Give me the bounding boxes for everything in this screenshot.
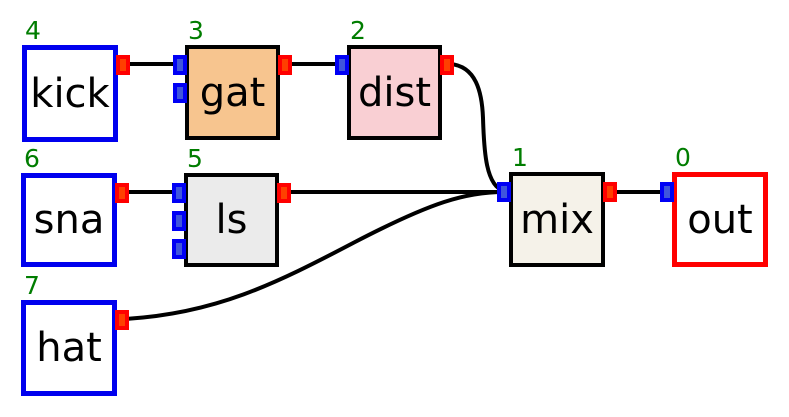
port-gat-out[interactable] [278,55,292,75]
node-sna[interactable]: sna [21,173,117,267]
node-label: hat [36,325,102,371]
node-out[interactable]: out [672,172,768,267]
node-label: sna [33,197,105,243]
node-label: kick [30,70,110,117]
port-kick-out[interactable] [116,55,130,75]
node-label: out [687,196,753,243]
node-kick[interactable]: kick [22,45,118,142]
node-dist[interactable]: dist [347,45,442,140]
port-mix-out[interactable] [603,182,617,202]
node-index-gat: 3 [188,16,204,45]
node-index-out: 0 [675,143,691,172]
node-index-mix: 1 [512,143,528,172]
port-mix-in-0[interactable] [497,182,511,202]
node-index-dist: 2 [350,16,366,45]
node-label: mix [520,196,594,243]
node-index-sna: 6 [24,144,40,173]
node-mix[interactable]: mix [509,172,605,267]
port-out-in-0[interactable] [660,182,674,202]
wire-dist-mix[interactable] [449,62,505,193]
node-label: dist [357,69,432,116]
port-sna-out[interactable] [115,183,129,203]
node-index-ls: 5 [187,144,203,173]
node-label: ls [215,197,248,243]
node-gat[interactable]: gat [185,45,280,140]
node-index-hat: 7 [24,271,40,300]
wire-hat-mix[interactable] [123,190,505,321]
port-ls-in-0[interactable] [172,183,186,203]
port-ls-in-2[interactable] [172,239,186,259]
port-ls-out[interactable] [277,183,291,203]
node-label: gat [199,69,266,116]
node-hat[interactable]: hat [21,300,117,396]
node-index-kick: 4 [25,16,41,45]
node-ls[interactable]: ls [184,173,279,267]
port-hat-out[interactable] [115,310,129,330]
port-ls-in-1[interactable] [172,211,186,231]
port-gat-in-1[interactable] [173,83,187,103]
port-dist-out[interactable] [440,55,454,75]
port-dist-in-0[interactable] [335,55,349,75]
port-gat-in-0[interactable] [173,55,187,75]
